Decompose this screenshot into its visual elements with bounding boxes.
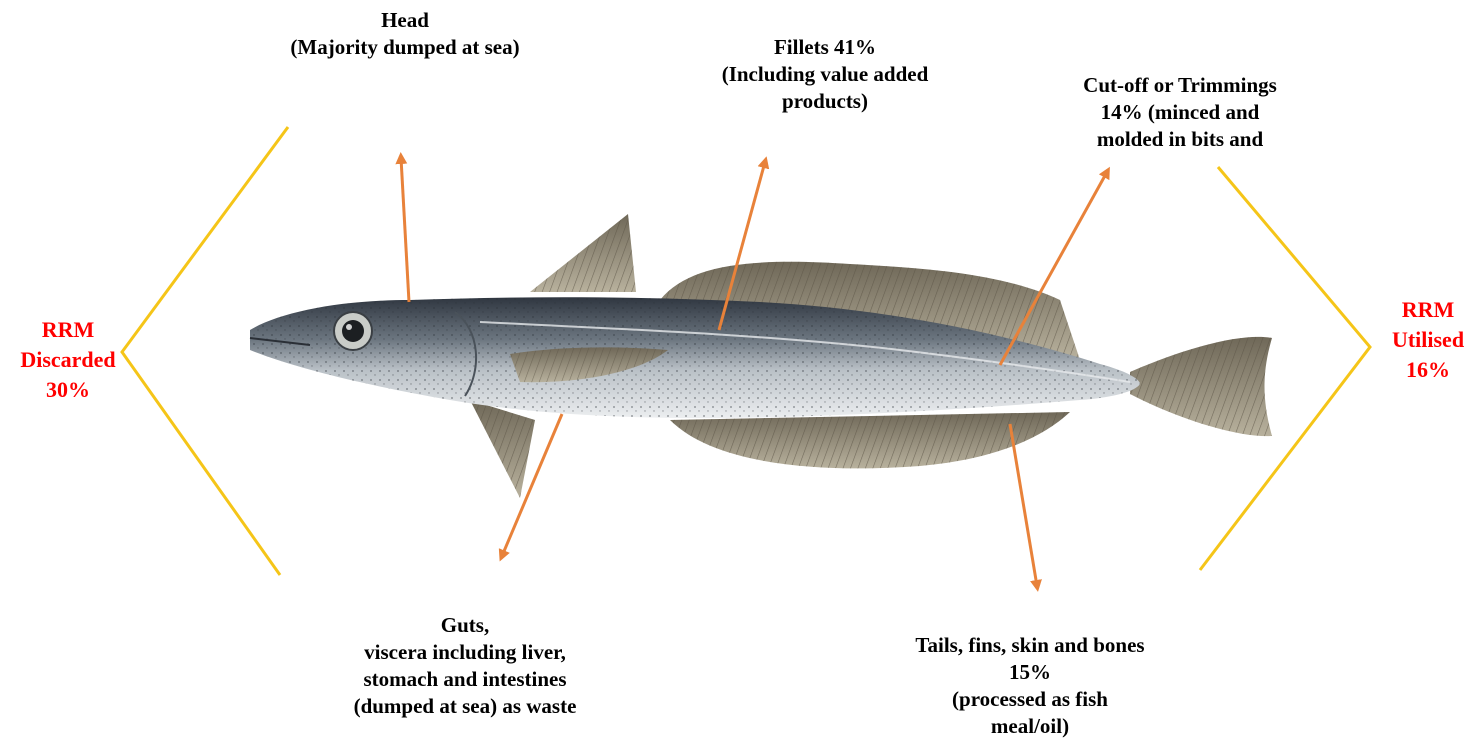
trimmings-label: Cut-off or Trimmings 14% (minced and mol… [1030, 72, 1330, 153]
fish-icon [250, 214, 1272, 498]
guts-label: Guts, viscera including liver, stomach a… [315, 612, 615, 720]
tails-label: Tails, fins, skin and bones 15% (process… [880, 632, 1180, 740]
tails-arrow [1010, 424, 1037, 586]
rrm-discarded-line3: 30% [0, 375, 136, 405]
fillets-label: Fillets 41% (Including value added produ… [680, 34, 970, 115]
guts-label-line1: Guts, [315, 612, 615, 639]
head-label: Head (Majority dumped at sea) [255, 7, 555, 61]
tails-label-line2: 15% [880, 659, 1180, 686]
trimmings-label-line1: Cut-off or Trimmings [1030, 72, 1330, 99]
rrm-discarded-label: RRM Discarded 30% [0, 315, 136, 405]
rrm-utilised-line3: 16% [1378, 355, 1478, 385]
fillets-label-line3: products) [680, 88, 970, 115]
rrm-utilised-line2: Utilised [1378, 325, 1478, 355]
fillets-label-line1: Fillets 41% [680, 34, 970, 61]
tails-label-line1: Tails, fins, skin and bones [880, 632, 1180, 659]
head-arrow [401, 158, 409, 302]
fillets-label-line2: (Including value added [680, 61, 970, 88]
rrm-utilised-line1: RRM [1378, 295, 1478, 325]
guts-label-line4: (dumped at sea) as waste [315, 693, 615, 720]
guts-label-line3: stomach and intestines [315, 666, 615, 693]
tails-label-line4: meal/oil) [880, 713, 1180, 740]
tails-label-line3: (processed as fish [880, 686, 1180, 713]
guts-label-line2: viscera including liver, [315, 639, 615, 666]
rrm-discarded-line2: Discarded [0, 345, 136, 375]
head-label-line1: Head [255, 7, 555, 34]
trimmings-label-line3: molded in bits and [1030, 126, 1330, 153]
rrm-discarded-line1: RRM [0, 315, 136, 345]
trimmings-label-line2: 14% (minced and [1030, 99, 1330, 126]
head-label-line2: (Majority dumped at sea) [255, 34, 555, 61]
rrm-utilised-label: RRM Utilised 16% [1378, 295, 1478, 385]
